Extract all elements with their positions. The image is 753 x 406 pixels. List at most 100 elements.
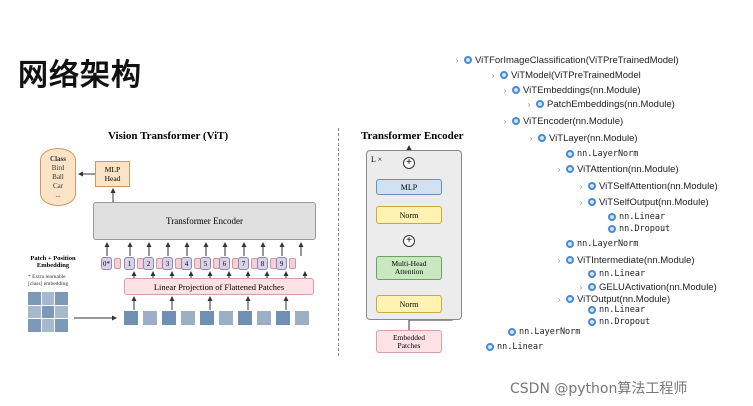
class-icon [588,283,596,291]
mlp-head-box: MLP Head [95,161,130,187]
encoder-mlp-box: MLP [376,179,442,195]
note-line2: [class] embedding [28,280,69,287]
chevron-right-icon[interactable]: › [557,255,561,265]
class-icon [486,343,494,351]
token-8: 8 [257,257,268,270]
class-icon [500,71,508,79]
class-icon [566,256,574,264]
chevron-right-icon[interactable]: › [579,197,583,207]
tree-node-label: nn.LayerNorm [519,327,581,337]
patch-position-embedding-label: Patch + Position Embedding [22,255,84,269]
chevron-right-icon[interactable]: › [527,99,531,109]
token-7: 7 [238,257,249,270]
token-5: 5 [200,257,211,270]
tree-node-geluactivation[interactable]: › GELUActivation(nn.Module) [577,281,717,293]
chevron-right-icon[interactable]: › [557,294,561,304]
tree-node-label: ViTOutput(nn.Module) [577,293,671,305]
tree-node-dropout[interactable]: nn.Dropout [597,223,670,235]
diagram-divider [338,128,339,356]
linear-projection-box: Linear Projection of Flattened Patches [124,278,314,295]
tree-node-linear[interactable]: nn.Linear [577,268,645,280]
tree-node-linear[interactable]: nn.Linear [475,341,543,353]
tree-node-layernorm[interactable]: nn.LayerNorm [497,326,580,338]
token-0: 0* [101,257,112,270]
class-icon [536,100,544,108]
mlp-head-line1: MLP [104,165,121,174]
tree-node-label: ViTSelfOutput(nn.Module) [599,196,709,208]
class-icon [588,182,596,190]
token-2: 2 [143,257,154,270]
chevron-right-icon[interactable]: › [579,282,583,292]
tree-node-vitencoder[interactable]: › ViTEncoder(nn.Module) [501,115,624,127]
class-item-bird: Bird [51,163,65,172]
token-6: 6 [219,257,230,270]
class-head-box: Class Bird Ball Car ... [40,148,76,206]
tree-node-label: ViTForImageClassification(ViTPreTrainedM… [475,54,679,66]
tree-node-label: ViTEmbeddings(nn.Module) [523,84,641,96]
chevron-right-icon[interactable]: › [491,70,495,80]
slide-title: 网络架构 [18,58,142,93]
multi-head-attention-box: Multi-Head Attention [376,256,442,280]
tree-node-label: PatchEmbeddings(nn.Module) [547,98,675,110]
image-patch [219,311,233,325]
chevron-right-icon[interactable]: › [557,164,561,174]
embedded-line1: Embedded [392,332,426,342]
image-patch [257,311,271,325]
tree-node-linear[interactable]: nn.Linear [577,304,645,316]
class-icon [608,225,616,233]
encoder-norm-top: Norm [376,206,442,224]
class-icon [566,240,574,248]
chevron-right-icon[interactable]: › [529,133,533,143]
encoder-block [366,150,462,320]
token-4: 4 [181,257,192,270]
tree-node-vitforimageclassification[interactable]: › ViTForImageClassification(ViTPreTraine… [453,54,679,66]
chevron-right-icon[interactable]: › [455,55,459,65]
image-patch [162,311,176,325]
class-icon [566,150,574,158]
tree-node-layernorm[interactable]: nn.LayerNorm [555,238,638,250]
embedding-chip [289,258,296,269]
chevron-right-icon[interactable]: › [579,181,583,191]
class-item-car: Car [52,181,64,190]
tree-node-layernorm[interactable]: nn.LayerNorm [555,148,638,160]
watermark: CSDN @python算法工程师 [510,381,688,397]
class-icon [512,86,520,94]
class-icon [566,165,574,173]
class-icon [588,318,596,326]
tree-node-label: nn.Linear [599,269,646,279]
image-patch [200,311,214,325]
image-patch [124,311,138,325]
class-icon [608,213,616,221]
tree-node-label: ViTLayer(nn.Module) [549,132,638,144]
tree-node-label: nn.Linear [619,212,666,222]
tree-node-label: nn.Linear [497,342,544,352]
class-icon [588,270,596,278]
tree-node-vitselfoutput[interactable]: › ViTSelfOutput(nn.Module) [577,196,709,208]
tree-node-dropout[interactable]: nn.Dropout [577,316,650,328]
tree-node-linear[interactable]: nn.Linear [597,211,665,223]
tree-node-vitoutput[interactable]: › ViTOutput(nn.Module) [555,293,670,305]
tree-node-vitintermediate[interactable]: › ViTIntermediate(nn.Module) [555,254,695,266]
tree-node-label: ViTAttention(nn.Module) [577,163,679,175]
token-1: 1 [124,257,135,270]
chevron-right-icon[interactable]: › [503,85,507,95]
embedded-line2: Patches [397,340,421,350]
tree-node-vitembeddings[interactable]: › ViTEmbeddings(nn.Module) [501,84,641,96]
embedded-patches-box: Embedded Patches [376,330,442,353]
class-icon [538,134,546,142]
vit-title: Vision Transformer (ViT) [108,130,229,142]
tree-node-label: nn.Linear [599,305,646,315]
embedding-chip [114,258,121,269]
tree-node-vitmodel[interactable]: › ViTModel(ViTPreTrainedModel [489,69,641,81]
tree-node-vitlayer[interactable]: › ViTLayer(nn.Module) [527,132,638,144]
tree-node-patchembeddings[interactable]: › PatchEmbeddings(nn.Module) [525,98,675,110]
mha-line2: Attention [394,267,424,276]
tree-node-label: nn.Dropout [599,317,651,327]
tree-node-vitselfattention[interactable]: › ViTSelfAttention(nn.Module) [577,180,718,192]
residual-add-bottom: + [403,235,415,247]
tree-node-label: nn.LayerNorm [577,149,639,159]
chevron-right-icon[interactable]: › [503,116,507,126]
extra-embedding-note: * Extra learnable [class] embedding [28,274,88,287]
tree-node-vitattention[interactable]: › ViTAttention(nn.Module) [555,163,679,175]
class-icon [588,198,596,206]
